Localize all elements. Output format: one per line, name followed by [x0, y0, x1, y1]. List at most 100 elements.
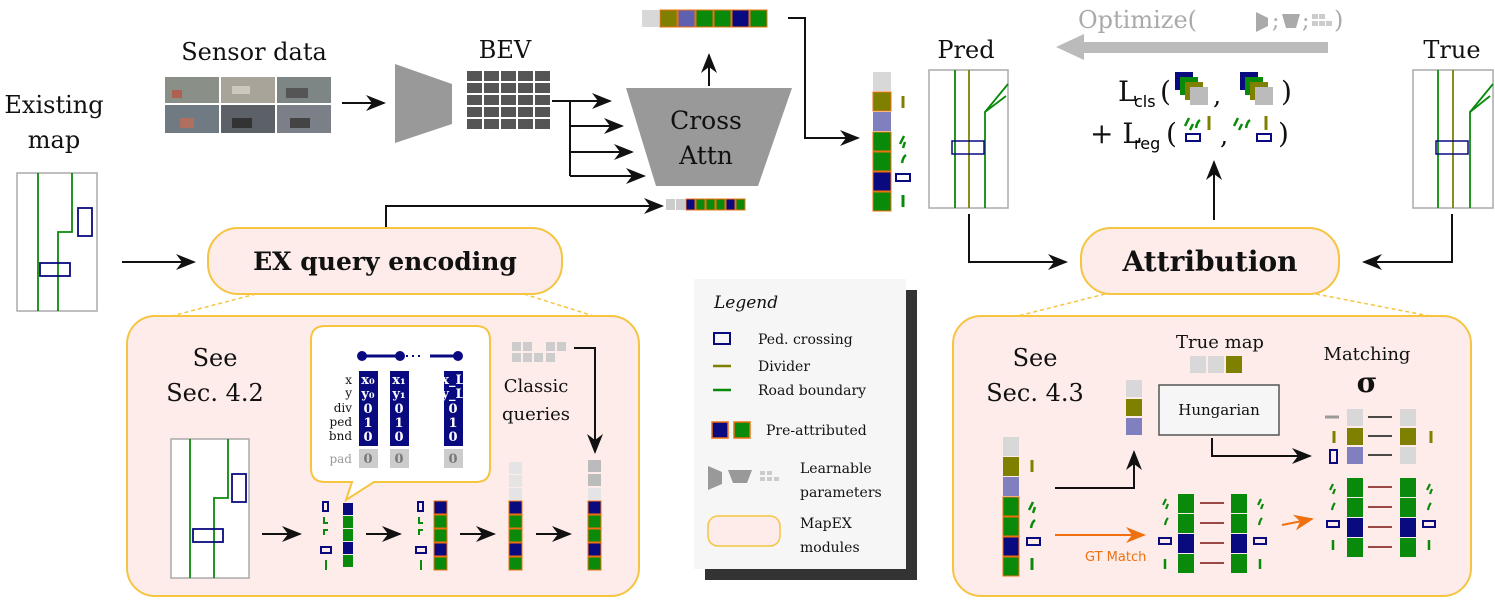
legend-module-icon	[707, 515, 781, 547]
pred-label: Pred	[937, 36, 994, 64]
bev-label: BEV	[479, 36, 532, 64]
sensor-data-label: Sensor data	[181, 38, 327, 66]
svg-text:,: ,	[1220, 121, 1228, 151]
true-map-label: True map	[1176, 332, 1264, 353]
svg-text:0: 0	[394, 430, 403, 445]
svg-text:y_L: y_L	[440, 387, 464, 402]
svg-text:x: x	[345, 373, 352, 387]
svg-text:0: 0	[363, 402, 372, 417]
bev-encoder-shape	[395, 64, 452, 143]
existing-map-thumbnail	[16, 172, 98, 312]
encoding-speech-bubble	[310, 325, 491, 503]
ex-query-stack-4	[587, 460, 602, 571]
pred-map-thumbnail	[928, 69, 1009, 209]
true-label: True	[1423, 36, 1480, 64]
hungarian-box	[1158, 384, 1280, 436]
legend-divider-label: Divider	[758, 359, 810, 375]
matching-stacks	[1325, 409, 1436, 557]
ex-query-stack-2	[415, 500, 448, 571]
output-query-row	[642, 9, 768, 28]
svg-text:1: 1	[394, 416, 403, 431]
legend-title: Legend	[713, 293, 778, 313]
svg-text:0: 0	[448, 452, 457, 467]
sigma-symbol: σ	[1357, 366, 1378, 399]
svg-text:0: 0	[448, 402, 457, 417]
svg-text:div: div	[334, 401, 353, 415]
svg-text:;: ;	[1302, 9, 1309, 34]
svg-text:x_L: x_L	[441, 373, 464, 388]
ex-query-encoding-module	[207, 227, 563, 295]
ex-query-row	[666, 198, 746, 211]
legend-preattributed-icon	[711, 421, 751, 439]
optimize-arrow	[1056, 34, 1328, 60]
svg-text:(: (	[1160, 75, 1171, 108]
svg-text:bnd: bnd	[329, 429, 352, 443]
loss-reg-letter: + L	[1090, 117, 1141, 150]
attribution-module	[1080, 227, 1340, 295]
svg-text:0: 0	[448, 430, 457, 445]
ex-query-encoding-label: EX query encoding	[253, 247, 517, 276]
loss-cls-stack-icon-2	[1240, 72, 1273, 105]
legend-learnable-label-1: Learnable	[800, 461, 872, 477]
legend-ped-label: Ped. crossing	[758, 332, 853, 348]
svg-text:1: 1	[363, 416, 372, 431]
legend-module-label-1: MapEX	[800, 516, 852, 532]
matching-label: Matching	[1324, 344, 1411, 365]
encoding-column-values: x₀ y₀ 0 1 0 0 x₁ y₁ 0 1 0 0 x_L y_L 0 1 …	[360, 373, 464, 467]
svg-text:): )	[1278, 117, 1289, 150]
gt-match-stacks	[1158, 494, 1267, 573]
classic-queries-icon	[512, 342, 566, 362]
svg-text:0: 0	[363, 430, 372, 445]
legend-ped-icon	[713, 332, 731, 345]
svg-text:y₁: y₁	[391, 387, 405, 402]
loss-cls-letter: L	[1118, 75, 1137, 108]
see-sec43-line1: See	[1013, 344, 1058, 372]
hungarian-label: Hungarian	[1178, 401, 1260, 419]
svg-text:y₀: y₀	[360, 387, 375, 402]
optimize-close: )	[1334, 6, 1343, 34]
ex-query-stack-3	[508, 462, 523, 571]
svg-text:): )	[1281, 75, 1292, 108]
svg-text:x₁: x₁	[392, 373, 405, 388]
existing-map-label-1: Existing	[4, 91, 103, 119]
svg-text:y: y	[344, 386, 352, 400]
gt-match-label: GT Match	[1085, 550, 1146, 565]
svg-text:ped: ped	[330, 415, 353, 429]
loss-cls-subscript: cls	[1134, 92, 1156, 111]
svg-text:0: 0	[394, 402, 403, 417]
see-sec43-line2: Sec. 4.3	[986, 379, 1084, 407]
classic-queries-label-1: Classic	[504, 376, 569, 397]
loss-reg-icons-2	[1232, 116, 1272, 142]
bev-to-crossattn-arrows	[552, 93, 646, 184]
classic-queries-label-2: queries	[502, 404, 570, 425]
legend-learnable-label-2: parameters	[800, 485, 882, 501]
optimize-learnable-icons: ; ;	[1256, 9, 1332, 34]
optimize-label: Optimize(	[1078, 6, 1197, 34]
svg-text:1: 1	[448, 416, 457, 431]
sensor-camera-images	[165, 77, 331, 133]
svg-text:x₀: x₀	[361, 373, 375, 388]
attr-top-stack	[1126, 380, 1142, 435]
legend-preattributed-label: Pre-attributed	[766, 423, 867, 439]
bev-grid	[467, 71, 550, 129]
cross-attn-shape	[626, 88, 792, 186]
cross-attn-label-2: Attn	[678, 141, 733, 170]
loss-cls-stack-icon-1	[1175, 72, 1208, 105]
loss-reg-subscript: reg	[1134, 134, 1160, 153]
svg-text:;: ;	[1272, 9, 1279, 34]
attr-pred-stack	[1002, 437, 1041, 577]
svg-text:pad: pad	[329, 452, 352, 466]
ex-query-stack-1	[320, 501, 353, 570]
encoding-row-labels: x y div ped bnd pad	[329, 373, 352, 466]
svg-text:0: 0	[363, 452, 372, 467]
true-map-cells	[1190, 356, 1242, 373]
legend-boundary-label: Road boundary	[758, 383, 866, 399]
true-map-thumbnail	[1412, 69, 1494, 209]
existing-map-label-2: map	[28, 126, 80, 154]
orange-arrow-to-matching	[1281, 514, 1314, 531]
svg-text:,: ,	[1213, 81, 1221, 111]
panel-existing-map	[170, 438, 250, 579]
loss-reg-icons-1	[1183, 116, 1211, 142]
legend-module-label-2: modules	[800, 540, 860, 556]
